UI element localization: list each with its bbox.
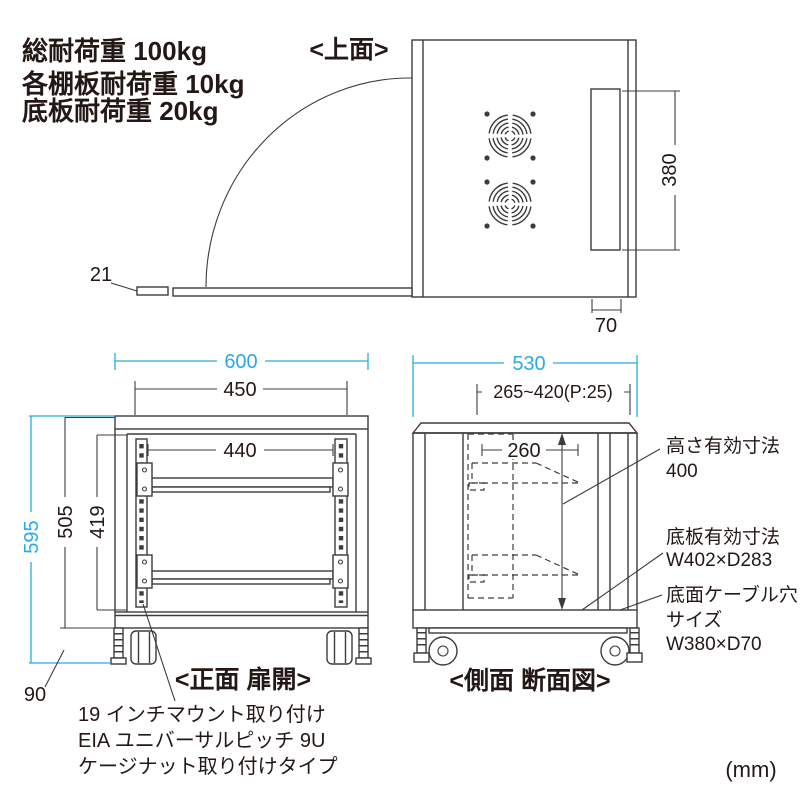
mount-note-line1: 19 インチマウント取り付け: [78, 703, 326, 726]
front-base: [114, 611, 369, 629]
caster-side-right: [600, 627, 643, 666]
side-base-frame: [428, 627, 628, 634]
mount-note-leader: [142, 603, 176, 702]
mount-note-line2: EIA ユニバーサルピッチ 9U: [78, 730, 325, 752]
dim-595: 595: [21, 415, 115, 664]
spec-shelf-load: 各棚板耐荷重 10kg: [21, 69, 245, 99]
caster-side-left: [413, 627, 458, 666]
cable-hole-label1: 底面ケーブル穴: [666, 583, 798, 606]
bottom-plate-leader: [581, 552, 664, 611]
front-view: 600 450 440: [21, 351, 372, 778]
dim-90-value: 90: [24, 684, 46, 706]
dim-70: 70: [591, 299, 622, 337]
spec-total-load: 総耐荷重 100kg: [22, 36, 207, 66]
mount-note: 19 インチマウント取り付け EIA ユニバーサルピッチ 9U ケージナット取り…: [78, 703, 338, 778]
shelf-1: [146, 477, 334, 493]
cable-hole-leader: [619, 594, 663, 611]
door-edge: [136, 286, 169, 296]
shelf-2: [146, 570, 334, 585]
dim-595-value: 595: [21, 520, 43, 553]
dim-450: 450: [134, 379, 348, 415]
door-swing-arc: [205, 77, 413, 288]
side-view: 530 265~420(P:25): [411, 353, 798, 695]
cable-hole-label2: サイズ: [666, 609, 722, 631]
dim-600-value: 600: [224, 351, 257, 373]
dim-440-value: 440: [223, 440, 256, 462]
dim-419: 419: [87, 434, 127, 611]
side-annotations: 高さ有効寸法 400 底板有効寸法 W402×D283 底面ケーブル穴 サイズ …: [666, 435, 798, 655]
dim-shelf-pitch: 265~420(P:25): [476, 382, 631, 415]
dim-450-value: 450: [223, 379, 256, 401]
side-top-plate: [411, 422, 639, 434]
dim-90: 90: [24, 649, 65, 706]
cable-hole-value: W380×D70: [666, 634, 762, 655]
bottom-plate-label: 底板有効寸法: [666, 526, 780, 548]
dim-70-value: 70: [595, 315, 617, 337]
dim-530-value: 530: [512, 353, 545, 375]
dim-260-value: 260: [507, 440, 540, 462]
mount-note-line3: ケージナット取り付けタイプ: [78, 755, 338, 778]
spec-bottom-load: 底板耐荷重 20kg: [22, 96, 219, 126]
dim-shelf-pitch-value: 265~420(P:25): [493, 382, 613, 402]
dim-530: 530: [412, 353, 638, 417]
caster-front-left: [110, 627, 157, 665]
dim-380-value: 380: [659, 153, 681, 186]
side-view-label: <側面 断面図>: [449, 666, 610, 695]
shelf-brackets: [136, 462, 349, 589]
unit-label: (mm): [725, 757, 776, 782]
side-bottom-plate: [412, 609, 638, 629]
bottom-plate-value: W402×D283: [666, 550, 772, 571]
top-view-cable-slot: [590, 88, 621, 251]
dim-505: 505: [55, 416, 115, 629]
dim-380: 380: [622, 90, 681, 251]
effective-height-arrow: [558, 433, 566, 610]
height-leader: [562, 448, 661, 505]
height-value: 400: [666, 461, 698, 482]
dim-505-value: 505: [55, 505, 77, 538]
caster-front-right: [326, 627, 372, 665]
dim-21: 21: [90, 264, 138, 292]
height-label: 高さ有効寸法: [666, 435, 780, 457]
front-view-label: <正面 扉開>: [175, 665, 311, 694]
top-view-label: <上面>: [309, 36, 388, 64]
dim-600: 600: [114, 351, 369, 373]
top-view: <上面> 380 70 21: [90, 36, 681, 337]
front-top-plate: [114, 415, 369, 430]
dim-440: 440: [147, 440, 334, 462]
dim-21-value: 21: [90, 264, 112, 286]
load-spec-block: 総耐荷重 100kg 各棚板耐荷重 10kg 底板耐荷重 20kg: [21, 36, 245, 126]
open-door: [172, 287, 413, 297]
dim-419-value: 419: [87, 505, 109, 538]
